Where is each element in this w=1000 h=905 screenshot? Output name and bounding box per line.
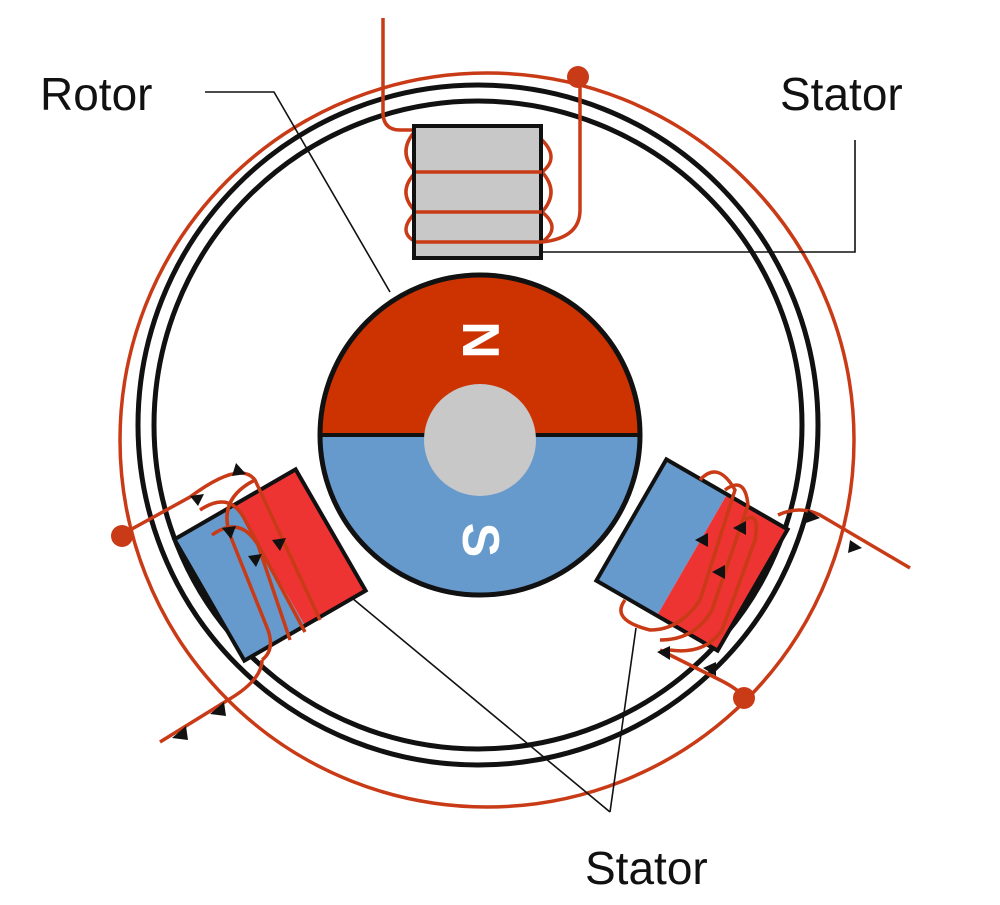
rotor-leader-line <box>205 91 391 293</box>
rotor-south-label: S <box>451 523 509 558</box>
wire-junction-left <box>111 525 133 547</box>
stator-right-arrow-6 <box>657 646 670 660</box>
stator-right-coil <box>619 470 911 699</box>
stator-right-arrow-2 <box>806 510 820 523</box>
stator-left-arrow-6 <box>210 702 226 716</box>
rotor-shaft <box>424 384 536 496</box>
housing-outer-ring <box>135 82 821 768</box>
rotor-north-half <box>320 275 640 435</box>
stator-right <box>593 456 911 699</box>
rotor-label: Rotor <box>40 68 152 120</box>
stator-top <box>381 18 582 260</box>
stator-left-arrow-3 <box>222 526 236 539</box>
rotor: N S <box>317 272 643 598</box>
stator-right-arrow-5 <box>733 521 746 535</box>
stator-top-lead-wire <box>381 18 416 132</box>
stator-left-coil <box>129 471 322 744</box>
rotor-north-label: N <box>451 321 509 359</box>
stator-top-coil <box>404 128 554 244</box>
stator-top-leader-line <box>542 140 856 253</box>
housing-inner-ring <box>151 98 805 752</box>
stator-top-winding-front <box>416 170 542 244</box>
stator-right-arrow-4 <box>712 565 725 579</box>
stator-bottom-leader-line-left <box>351 597 611 813</box>
stator-bottom-label: Stator <box>585 842 708 894</box>
stator-top-return-wire <box>541 77 582 244</box>
stator-bottom-leader-line-right <box>609 627 637 813</box>
rotor-south-half <box>320 435 640 595</box>
stator-top-label: Stator <box>780 68 903 120</box>
stator-left-arrow-4 <box>248 554 262 567</box>
stator-left-arrow-1 <box>232 463 246 476</box>
stator-right-arrow-1 <box>848 540 862 553</box>
outer-wire-ring <box>118 71 856 809</box>
wire-junction-top <box>567 66 589 88</box>
stator-left <box>129 463 369 744</box>
stator-right-arrow-7 <box>703 662 716 676</box>
stator-right-arrow-3 <box>695 533 708 547</box>
stator-left-arrow-7 <box>172 726 188 740</box>
stator-top-core <box>412 124 543 260</box>
stator-left-arrow-2 <box>190 494 204 506</box>
stator-left-arrow-5 <box>272 538 286 551</box>
